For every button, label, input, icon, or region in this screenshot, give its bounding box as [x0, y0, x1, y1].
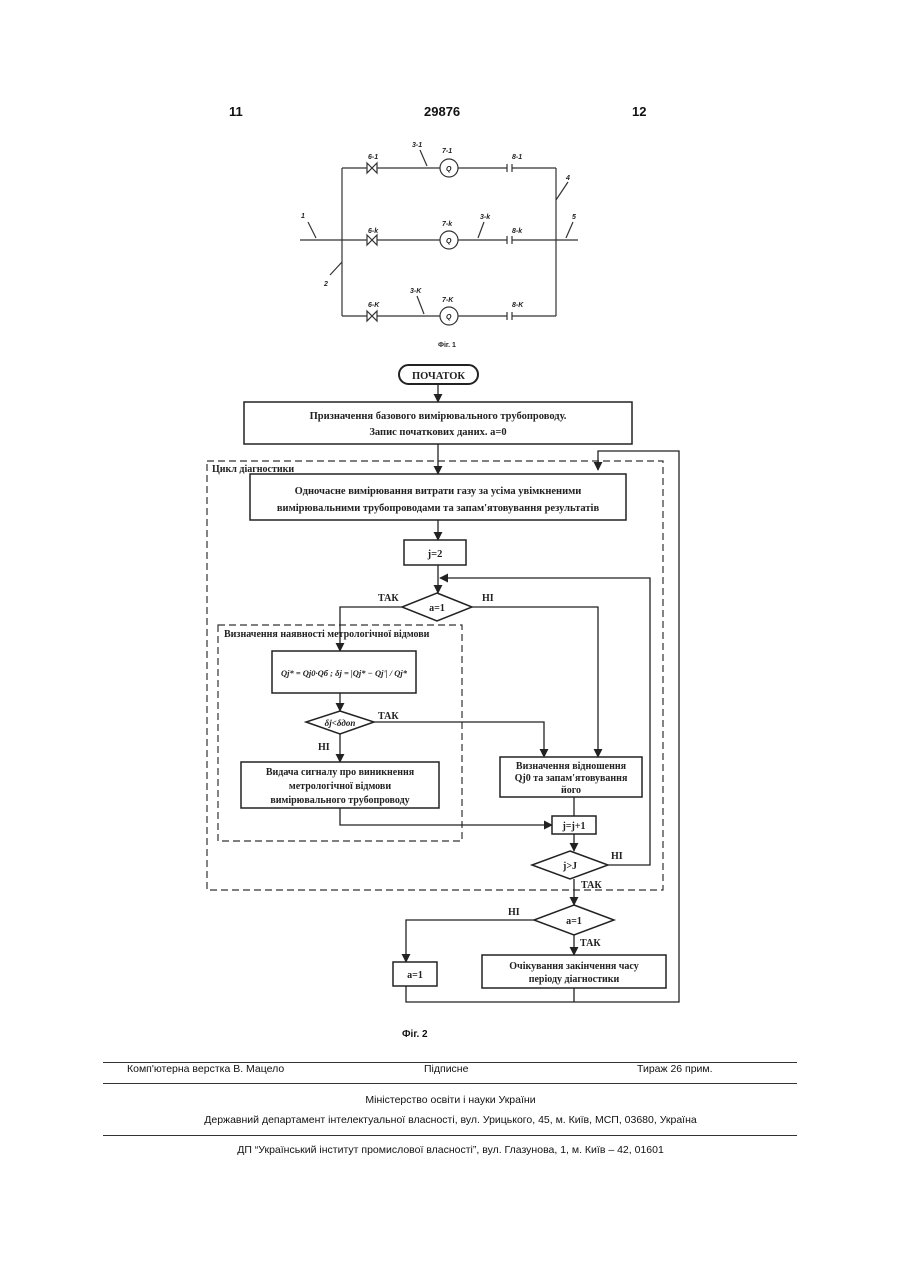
fig2-caption: Фіг. 2 [402, 1029, 428, 1040]
assign-line1: Призначення базового вимірювального труб… [310, 411, 567, 422]
fig1-pipeline-diagram [300, 150, 578, 325]
signal-line2: метрологічної відмови [289, 781, 391, 792]
signal-line1: Видача сигналу про виникнення [266, 767, 415, 778]
label-top-valve-out: 8-1 [512, 154, 522, 161]
label-inlet: 1 [301, 213, 305, 220]
assign-line2: Запис початкових даних. a=0 [369, 427, 506, 438]
decision-delta-label: δj<δдоп [325, 718, 356, 728]
decision-a-label: a=1 [429, 603, 445, 614]
label-mid-valve-out: 8-k [512, 228, 523, 235]
decision-j-label: j>J [562, 861, 577, 872]
label-top-valve-in: 6-1 [368, 154, 378, 161]
label-bot-valve-in: 6-K [368, 302, 380, 309]
ratio-line2: Qj0 та запам'ятовування [515, 773, 628, 784]
meter-symbol-mid: Q [446, 238, 452, 245]
label-mid-line: 3-k [480, 214, 491, 221]
fig1-caption: Фіг. 1 [438, 341, 456, 349]
meter-symbol-bot: Q [446, 314, 452, 321]
wait-line2: періоду діагностики [529, 974, 620, 985]
label-outlet: 5 [572, 214, 576, 221]
decision-a2-label: a=1 [566, 916, 582, 927]
ratio-line1: Визначення відношення [516, 761, 627, 772]
decision-a-yes: ТАК [378, 593, 399, 604]
label-bot-meter: 7-K [442, 297, 454, 304]
footer-ministry: Міністерство освіти і науки України [0, 1094, 901, 1106]
footer-institute: ДП “Український інститут промислової вла… [0, 1144, 901, 1156]
footer-rule-bottom [103, 1135, 797, 1136]
signal-line3: вимірювального трубопроводу [270, 795, 409, 806]
set-a-label: a=1 [407, 970, 423, 981]
metro-label: Визначення наявності метрологічної відмо… [224, 629, 430, 640]
label-mid-valve-in: 6-k [368, 228, 379, 235]
decision-a2-yes: ТАК [580, 938, 601, 949]
footer-rule-middle [103, 1083, 797, 1084]
decision-a-no: НІ [482, 593, 494, 604]
label-collector-in: 2 [323, 281, 328, 288]
label-bot-valve-out: 8-K [512, 302, 524, 309]
label-top-line: 3-1 [412, 142, 422, 149]
fig2-flowchart: ПОЧАТОК Призначення базового вимірювальн… [207, 365, 679, 1040]
footer-layout-credit: Комп'ютерна верстка В. Мацело [127, 1063, 284, 1075]
decision-delta-yes: ТАК [378, 711, 399, 722]
decision-a2-no: НІ [508, 907, 520, 918]
wait-line1: Очікування закінчення часу [509, 961, 638, 972]
footer-copies: Тираж 26 прим. [637, 1063, 713, 1075]
decision-j-no: НІ [611, 851, 623, 862]
decision-j-yes: ТАК [581, 880, 602, 891]
meter-symbol-top: Q [446, 166, 452, 173]
measure-line1: Одночасне вимірювання витрати газу за ус… [295, 486, 582, 497]
footer-signed: Підписне [424, 1063, 468, 1075]
ratio-line3: його [561, 785, 581, 796]
label-mid-meter: 7-k [442, 221, 453, 228]
label-bot-line: 3-K [410, 288, 422, 295]
start-label: ПОЧАТОК [412, 371, 465, 382]
label-collector-out: 4 [565, 175, 570, 182]
decision-delta-no: НІ [318, 742, 330, 753]
increment-j-label: j=j+1 [561, 821, 585, 832]
init-j-label: j=2 [427, 549, 443, 560]
measure-line2: вимірювальними трубопроводами та запам'я… [277, 503, 600, 514]
label-top-meter: 7-1 [442, 148, 452, 155]
footer-department: Державний департамент інтелектуальної вл… [0, 1114, 901, 1126]
formula-text: Qj* = Qj0·Qб ; δj = |Qj* − Qj'| / Qj* [281, 668, 408, 678]
